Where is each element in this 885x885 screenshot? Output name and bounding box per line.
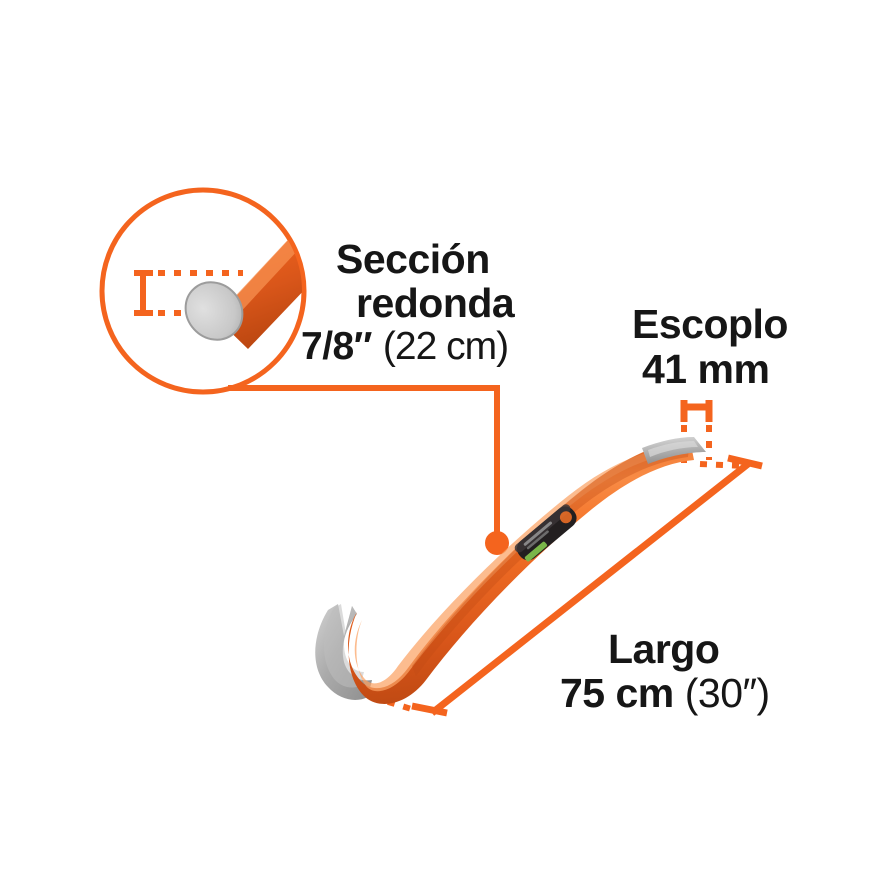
chisel-end [642,437,706,464]
sticker-green-stripe [524,541,548,562]
chisel-callout-line1: Escoplo [632,301,788,347]
length-value-light: (30″) [684,670,770,716]
sticker-logo-mark [559,511,572,524]
magnified-rod [184,199,302,349]
length-callout-value: 75 cm(30″) [560,672,770,715]
section-callout-line1: Sección [336,236,490,282]
section-value-bold: 7/8″ [301,325,372,368]
round-cross-section-face [184,281,244,341]
bar-shaft [347,440,694,704]
chisel-callout-line2: 41 mm [642,346,770,392]
length-dimension-line [341,454,763,717]
section-callout-value: 7/8″(22 cm) [301,325,509,368]
length-value-bold: 75 cm [560,670,674,716]
section-leader-dot [485,531,509,555]
product-sticker [514,504,577,562]
claw-end [315,604,372,700]
length-callout-line1: Largo [608,626,720,672]
section-leader-line [228,385,509,555]
magnifier-circle [99,187,307,395]
section-value-light: (22 cm) [382,325,509,368]
section-callout-line2: redonda [356,280,515,326]
